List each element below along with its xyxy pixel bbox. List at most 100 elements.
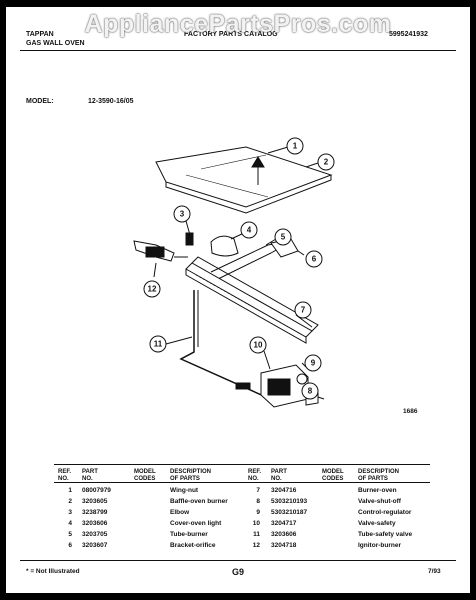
table-cell-desc: Control-regulator [358, 509, 412, 516]
product-name: GAS WALL OVEN [26, 40, 85, 47]
watermark: AppliancePartsPros.com [84, 10, 392, 38]
catalog-number: 5995241932 [389, 31, 428, 38]
col-header-codes-right: MODEL CODES [322, 469, 344, 482]
table-header-rule [54, 482, 430, 483]
model-value: 12-3590-16/05 [88, 98, 134, 105]
catalog-title: FACTORY PARTS CATALOG [184, 31, 278, 38]
left-part-column: 08007979 3203605 3238799 3203606 3203705 3203… [82, 485, 111, 551]
table-cell-ref: 9 [256, 509, 260, 516]
not-illustrated-note: * = Not Illustrated [26, 568, 80, 575]
callout-7 [294, 301, 312, 319]
callout-8 [301, 382, 319, 400]
table-cell-ref: 12 [252, 542, 260, 549]
table-cell-part: 3203705 [82, 531, 108, 538]
table-cell-ref: 8 [256, 498, 260, 505]
right-part-column: 3204716 5303210193 5303210187 3204717 320360… [271, 485, 307, 551]
revision-date: 7/93 [428, 568, 441, 575]
header-rule [20, 50, 456, 51]
col-header-desc-left: DESCRIPTION OF PARTS [170, 469, 212, 482]
table-cell-part: 3203606 [82, 520, 108, 527]
table-cell-part: 3204717 [271, 520, 297, 527]
table-cell-ref: 7 [256, 487, 260, 494]
valve-fitting [235, 382, 251, 390]
callout-6 [305, 250, 323, 268]
callout-label: 3 [180, 210, 185, 219]
callout-label: 5 [281, 233, 286, 242]
callout-3 [173, 205, 191, 223]
ignitor-body [145, 246, 165, 258]
table-cell-part: 3204716 [271, 487, 297, 494]
table-cell-ref: 5 [68, 531, 72, 538]
table-cell-part: 5303210193 [271, 498, 308, 505]
callout-label: 10 [254, 341, 263, 350]
table-cell-desc: Tube-burner [170, 531, 208, 538]
page-number: G9 [232, 567, 245, 577]
table-cell-desc: Valve-safety [358, 520, 396, 527]
table-cell-part: 3203607 [82, 542, 108, 549]
callout-2 [317, 153, 335, 171]
valve-body [267, 378, 291, 396]
callout-label: 4 [247, 226, 252, 235]
callout-10 [249, 336, 267, 354]
table-cell-ref: 1 [68, 487, 72, 494]
callout-label: 1 [293, 142, 298, 151]
col-header-part-left: PART NO. [82, 469, 98, 482]
table-cell-ref: 2 [68, 498, 72, 505]
callout-label: 8 [308, 387, 313, 396]
callout-9 [304, 354, 322, 372]
table-top-rule [54, 464, 430, 465]
callout-label: 7 [301, 306, 306, 315]
table-cell-ref: 3 [68, 509, 72, 516]
table-cell-ref: 11 [253, 531, 260, 538]
table-cell-desc: Cover-oven light [170, 520, 222, 527]
figure-number: 1686 [403, 408, 418, 415]
right-ref-column: 7 8 9 10 11 12 [248, 485, 260, 551]
cover-oven-light-part [210, 235, 239, 257]
callout-label: 2 [324, 158, 329, 167]
table-cell-part: 08007979 [82, 487, 111, 494]
table-cell-part: 3204718 [271, 542, 297, 549]
brand-name: TAPPAN [26, 31, 54, 38]
table-cell-part: 3203605 [82, 498, 108, 505]
footer-rule [20, 560, 456, 561]
table-cell-ref: 4 [68, 520, 72, 527]
callout-label: 12 [148, 285, 157, 294]
table-cell-part: 3238799 [82, 509, 108, 516]
baffle-fold [165, 175, 332, 214]
callout-1 [286, 137, 304, 155]
table-cell-desc: Baffle-oven burner [170, 498, 228, 505]
callout-label: 9 [311, 359, 316, 368]
col-header-codes-left: MODEL CODES [134, 469, 156, 482]
burner-oven-part [185, 262, 313, 338]
regulator-part [296, 373, 308, 385]
table-cell-ref: 10 [252, 520, 260, 527]
col-header-ref-left: REF. NO. [58, 469, 72, 482]
callout-label: 6 [312, 255, 317, 264]
callout-4 [240, 221, 258, 239]
table-cell-part: 5303210187 [271, 509, 308, 516]
table-cell-desc: Valve-shut-off [358, 498, 401, 505]
callout-12 [143, 280, 161, 298]
left-ref-column: 1 2 3 4 5 6 [62, 485, 72, 551]
burner-tube-part [210, 244, 272, 281]
table-cell-desc: Burner-oven [358, 487, 397, 494]
table-cell-ref: 6 [68, 542, 72, 549]
table-cell-part: 3203606 [271, 531, 297, 538]
callout-5 [274, 228, 292, 246]
table-cell-desc: Bracket-orifice [170, 542, 216, 549]
callout-label: 11 [154, 340, 163, 349]
baffle-crease [185, 154, 269, 198]
col-header-ref-right: REF. NO. [248, 469, 262, 482]
parts-catalog-page: TAPPAN GAS WALL OVEN FACTORY PARTS CATAL… [6, 7, 470, 593]
table-cell-desc: Tube-safety valve [358, 531, 413, 538]
col-header-part-right: PART NO. [271, 469, 287, 482]
table-cell-desc: Ignitor-burner [358, 542, 401, 549]
table-cell-desc: Wing-nut [170, 487, 199, 494]
callout-11 [149, 335, 167, 353]
col-header-desc-right: DESCRIPTION OF PARTS [358, 469, 400, 482]
baffle-part [155, 146, 333, 208]
model-label: MODEL: [26, 98, 54, 105]
